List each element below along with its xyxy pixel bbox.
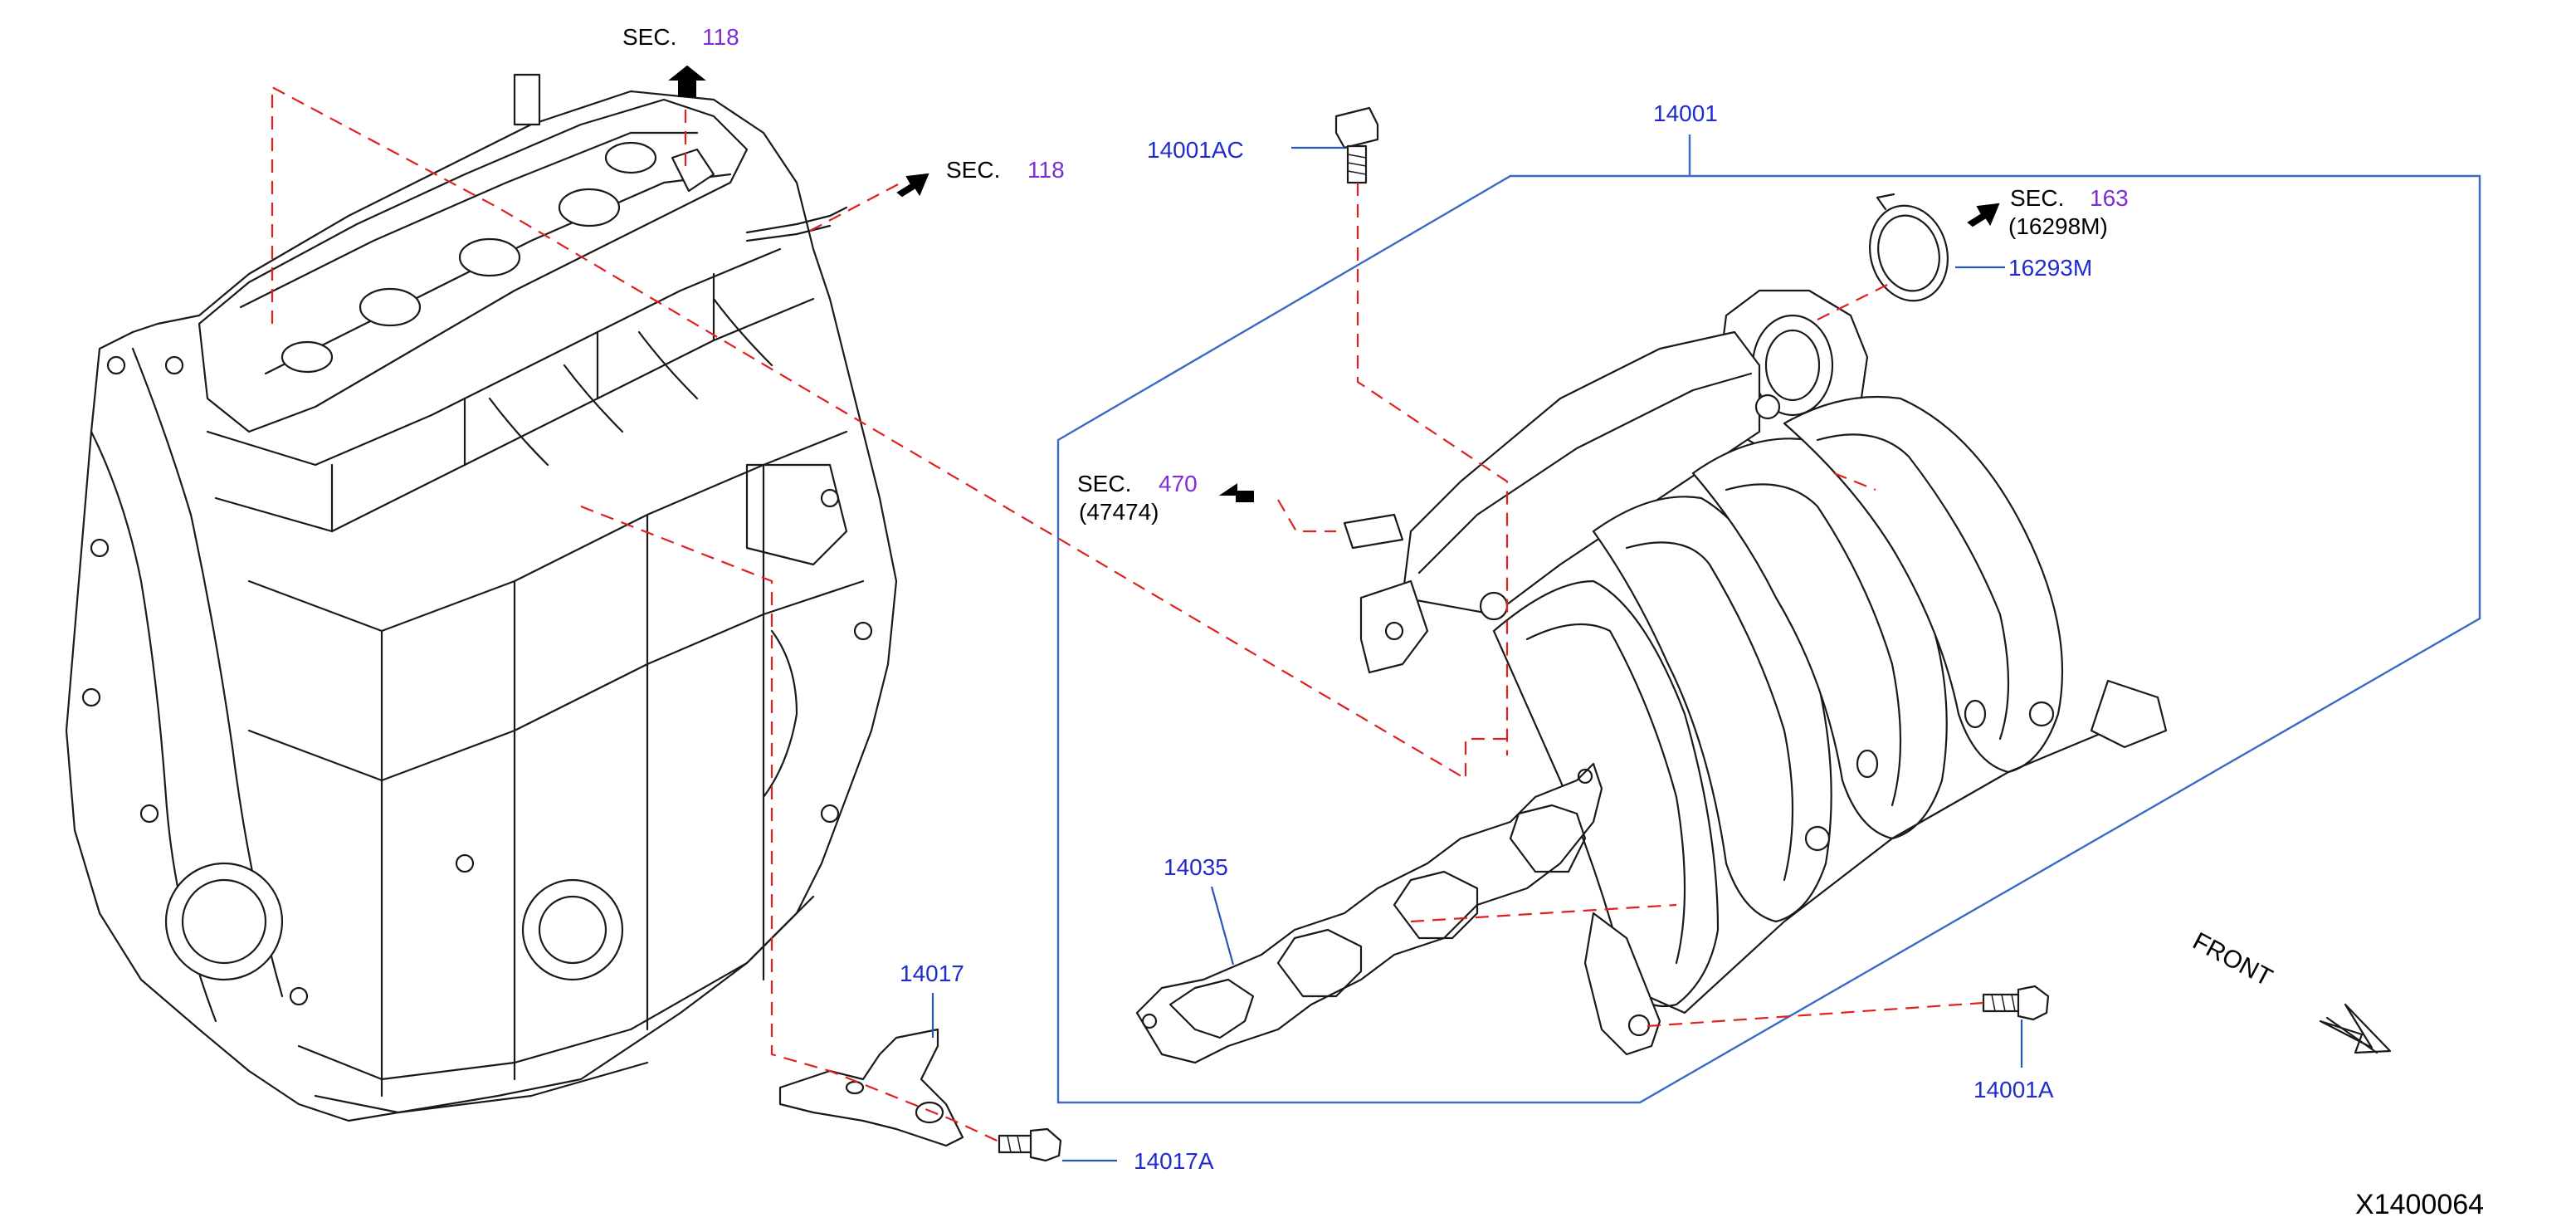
part-label-14001AC: 14001AC — [1147, 137, 1244, 163]
sec-ref-prefix: SEC. — [946, 157, 1000, 183]
sec-ref-number: 118 — [702, 24, 739, 50]
section-arrows — [668, 65, 2000, 502]
throttle-gasket-ring — [1869, 193, 1949, 302]
sec-ref-prefix: SEC. — [1077, 471, 1131, 496]
sec-ref-prefix: SEC. — [2010, 185, 2064, 211]
part-label-14017A: 14017A — [1134, 1148, 1214, 1174]
sec-ref-number: 470 — [1159, 471, 1198, 496]
bolt-14001A — [1982, 985, 2050, 1021]
bolt-14001AC — [1334, 106, 1379, 184]
bolt-14017A — [998, 1127, 1062, 1162]
front-direction-arrow — [2319, 1003, 2392, 1054]
part-label-14001: 14001 — [1653, 100, 1718, 126]
arrow-left-icon — [1218, 483, 1254, 502]
arrow-up-icon — [668, 65, 706, 97]
sec-ref-number: 163 — [2090, 185, 2129, 211]
sec-ref-sub: (16298M) — [2008, 213, 2108, 239]
arrow-up-right-icon — [1967, 203, 2000, 227]
part-label-14017: 14017 — [900, 961, 964, 986]
front-label: FRONT — [2188, 927, 2277, 992]
arrow-up-right-icon — [896, 173, 929, 198]
sec-ref-number: 118 — [1027, 157, 1065, 183]
part-label-16293M: 16293M — [2008, 255, 2092, 281]
part-label-14001A: 14001A — [1973, 1077, 2054, 1102]
assembly-dash-lines — [271, 86, 1984, 1145]
manifold-group-box — [1056, 174, 2481, 1104]
diagram-code: X1400064 — [2355, 1189, 2484, 1220]
callout-leader-lines — [931, 146, 2023, 1162]
intake-manifold — [1343, 289, 2168, 1056]
manifold-gasket — [1135, 762, 1603, 1064]
sec-ref-sub: (47474) — [1079, 499, 1159, 525]
part-label-14035: 14035 — [1164, 854, 1228, 880]
engine-block — [65, 73, 898, 1122]
sec-ref-prefix: SEC. — [622, 24, 676, 50]
